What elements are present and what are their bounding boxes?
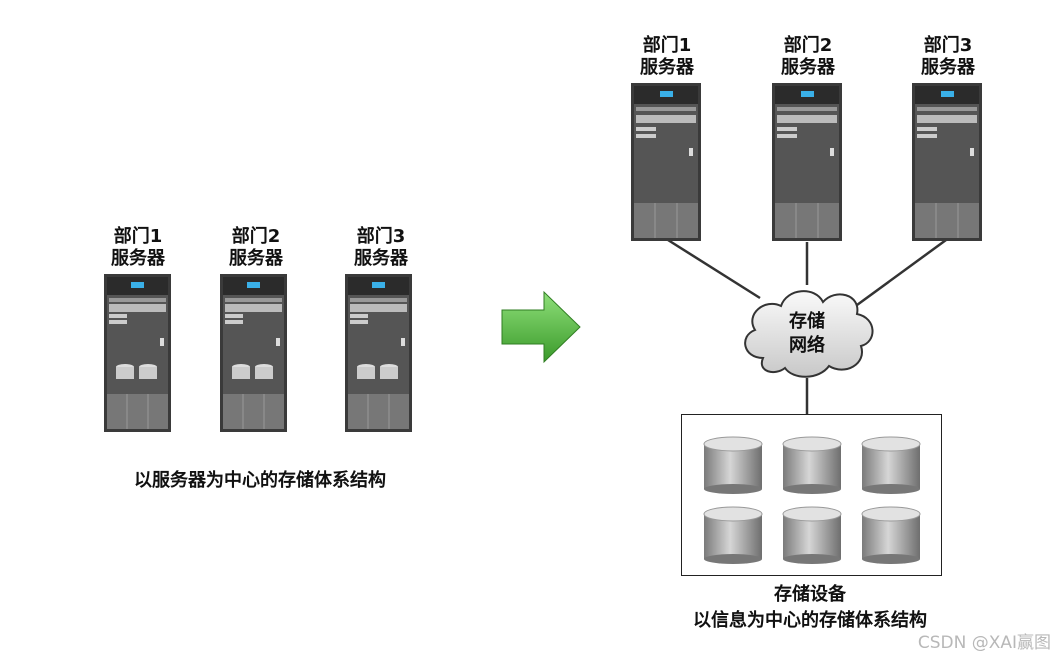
storage-network-line1: 存储	[789, 311, 825, 332]
right-server-1-icon	[631, 83, 701, 241]
left-server-1-dept: 部门1	[113, 226, 163, 247]
left-server-2-label: 部门2 服务器	[218, 226, 294, 270]
left-server-3-icon	[345, 274, 412, 432]
transition-arrow-icon	[501, 290, 581, 364]
left-server-3-role: 服务器	[354, 248, 408, 269]
right-server-2-role: 服务器	[781, 57, 835, 78]
wire-server3-network	[856, 238, 947, 307]
right-server-3-role: 服务器	[921, 57, 975, 78]
storage-disk-icon	[703, 436, 763, 494]
storage-device-label: 存储设备	[774, 584, 846, 605]
left-caption: 以服务器为中心的存储体系结构	[134, 470, 386, 491]
storage-network-line2: 网络	[789, 335, 825, 356]
left-server-2-icon	[220, 274, 287, 432]
left-server-1-role: 服务器	[111, 248, 165, 269]
storage-disk-icon	[703, 506, 763, 564]
storage-network-label: 存储 网络	[772, 310, 842, 358]
storage-disk-icon	[782, 436, 842, 494]
left-server-2-role: 服务器	[229, 248, 283, 269]
storage-network-cloud-icon	[744, 290, 874, 378]
right-server-2-icon	[772, 83, 842, 241]
right-server-2-dept: 部门2	[783, 35, 833, 56]
right-server-3-dept: 部门3	[923, 35, 973, 56]
storage-disk-icon	[782, 506, 842, 564]
left-server-1-label: 部门1 服务器	[100, 226, 176, 270]
right-server-3-label: 部门3 服务器	[909, 35, 987, 79]
left-server-3-label: 部门3 服务器	[343, 226, 419, 270]
right-caption: 以信息为中心的存储体系结构	[693, 610, 927, 631]
right-server-1-dept: 部门1	[642, 35, 692, 56]
right-server-1-role: 服务器	[640, 57, 694, 78]
storage-disk-icon	[861, 436, 921, 494]
storage-disk-icon	[861, 506, 921, 564]
wire-server1-network	[667, 238, 761, 300]
right-server-3-icon	[912, 83, 982, 241]
watermark: CSDN @XAI赢图	[917, 633, 1051, 653]
left-server-2-dept: 部门2	[231, 226, 281, 247]
right-server-2-label: 部门2 服务器	[769, 35, 847, 79]
storage-device-box	[681, 414, 942, 576]
left-server-1-icon	[104, 274, 171, 432]
right-server-1-label: 部门1 服务器	[628, 35, 706, 79]
left-server-3-dept: 部门3	[356, 226, 406, 247]
